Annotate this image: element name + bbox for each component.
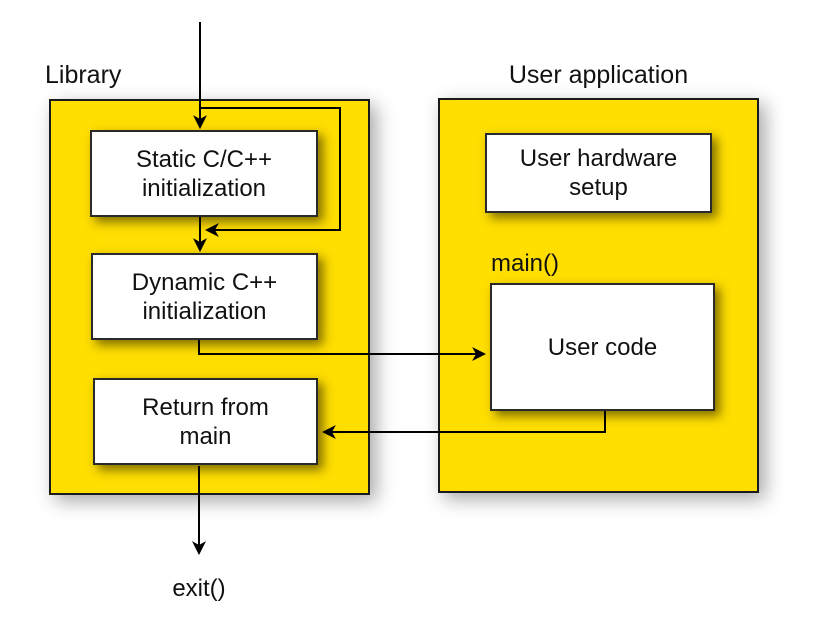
node-return-from-main: Return from main [93,378,318,465]
main-function-label: main() [491,250,560,277]
node-static-initialization: Static C/C++ initialization [90,130,318,217]
node-user-code: User code [490,283,715,411]
user-application-panel-label: User application [508,61,689,89]
exit-function-label: exit() [172,575,226,602]
library-panel-label: Library [45,61,122,89]
node-dynamic-initialization: Dynamic C++ initialization [91,253,318,340]
node-user-hardware-setup: User hardware setup [485,133,712,213]
